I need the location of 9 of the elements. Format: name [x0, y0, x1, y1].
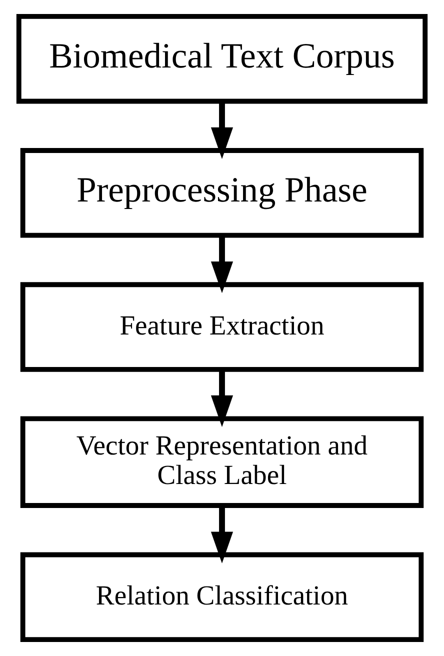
arrow: [210, 235, 234, 294]
arrow: [210, 506, 234, 564]
arrow: [210, 101, 234, 159]
node-box: Biomedical Text Corpus: [16, 14, 428, 104]
node-box: Feature Extraction: [20, 282, 424, 372]
node-box: Vector Representation and Class Label: [20, 416, 424, 508]
node-box: Relation Classification: [20, 552, 424, 642]
arrow: [210, 370, 234, 427]
node-box: Preprocessing Phase: [20, 148, 424, 238]
